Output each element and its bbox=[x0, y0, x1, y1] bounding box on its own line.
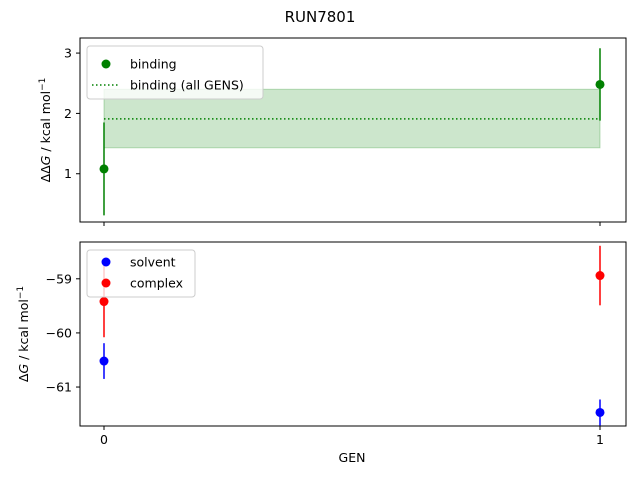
y-tick-label-1-2: −59 bbox=[46, 271, 72, 286]
binding-point-1 bbox=[595, 79, 605, 89]
y-tick-label-1-1: −60 bbox=[46, 325, 72, 340]
x-axis-label: GEN bbox=[339, 450, 366, 465]
complex-point-1 bbox=[595, 271, 605, 281]
legend-label-complex: complex bbox=[130, 276, 183, 291]
free-energy-panel: −61 −60 −59 0 1 ΔG / kcal mol−1 solvent com… bbox=[16, 241, 627, 447]
complex-point-0 bbox=[99, 297, 109, 307]
y-tick-label-0-2: 3 bbox=[64, 46, 72, 61]
y-tick-label-0-0: 1 bbox=[64, 166, 72, 181]
binding-panel-frame bbox=[79, 37, 627, 223]
free-energy-panel-ylabel: ΔG / kcal mol−1 bbox=[16, 286, 31, 382]
legend-marker-solvent bbox=[101, 257, 111, 267]
legend-marker-complex bbox=[101, 278, 111, 288]
legend-label-binding-all-gens: binding (all GENS) bbox=[130, 78, 244, 93]
x-tick-label-0: 0 bbox=[100, 432, 108, 447]
legend-label-solvent: solvent bbox=[130, 255, 176, 270]
x-tick-label-1: 1 bbox=[596, 432, 604, 447]
chart-title: RUN7801 bbox=[285, 8, 356, 26]
y-tick-label-0-1: 2 bbox=[64, 106, 72, 121]
free-energy-legend: solvent complex bbox=[86, 249, 196, 298]
binding-legend: binding binding (all GENS) bbox=[86, 45, 264, 100]
solvent-point-0 bbox=[99, 356, 109, 366]
binding-point-0 bbox=[99, 164, 109, 174]
legend-marker-binding bbox=[101, 59, 111, 69]
binding-panel-ylabel: ΔΔG / kcal mol−1 bbox=[38, 78, 53, 183]
binding-panel: 1 2 3 ΔΔG / kcal mol−1 binding binding (al… bbox=[38, 37, 627, 226]
legend-label-binding: binding bbox=[130, 57, 177, 72]
solvent-point-1 bbox=[595, 407, 605, 417]
y-tick-label-1-0: −61 bbox=[46, 380, 72, 395]
free-energy-panel-frame bbox=[79, 241, 627, 427]
